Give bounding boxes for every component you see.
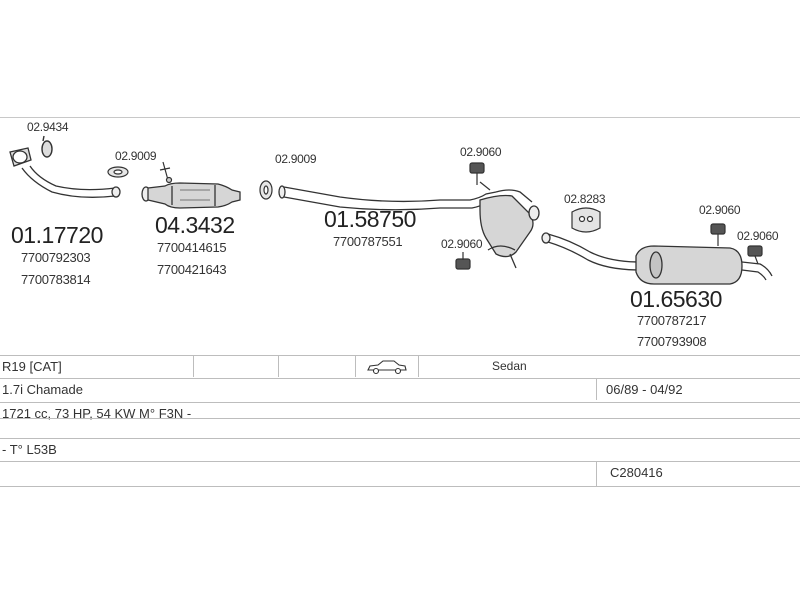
- body-type-cell: Sedan: [492, 359, 527, 373]
- rear-silencer-drawing: [541, 232, 773, 285]
- table-bottom-border: [0, 486, 800, 487]
- column-divider: [278, 356, 279, 377]
- part-label-clamp-front: 02.9434: [27, 120, 69, 134]
- front-pipe-number: 01.17720: [11, 222, 103, 248]
- engine-cell: 1.7i Chamade: [2, 382, 83, 397]
- table-row-model: R19 [CAT] Sedan: [0, 355, 800, 377]
- catalyst-oe-1: 7700414615: [157, 240, 227, 255]
- catalyst-drawing: [141, 182, 241, 209]
- table-row-type: - T° L53B: [0, 438, 800, 460]
- front-pipe-oe-2: 7700783814: [21, 272, 91, 287]
- middle-section-number: 01.58750: [324, 206, 416, 232]
- table-row-blank: [0, 418, 800, 439]
- table-row-engine: 1.7i Chamade 06/89 - 04/92: [0, 378, 800, 400]
- table-row-code: C280416: [0, 461, 800, 487]
- mount-3-drawing: [710, 223, 726, 246]
- part-label-mount-3: 02.9060: [699, 203, 741, 217]
- type-cell: - T° L53B: [2, 442, 57, 457]
- part-label-gasket-1: 02.9009: [115, 149, 157, 163]
- model-cell: R19 [CAT]: [2, 359, 62, 374]
- spec-cell: 1721 cc, 73 HP, 54 KW M° F3N -: [2, 406, 192, 421]
- gasket-2-drawing: [259, 180, 273, 200]
- front-clamp-drawing: [41, 135, 53, 158]
- part-label-mount-1: 02.9060: [460, 145, 502, 159]
- column-divider: [596, 379, 597, 400]
- top-divider: [0, 117, 800, 118]
- code-cell: C280416: [610, 465, 663, 480]
- sensor-drawing: [159, 161, 173, 184]
- part-label-mount-4: 02.9060: [737, 229, 779, 243]
- rear-clamp-drawing: [571, 207, 601, 233]
- front-pipe-drawing: [9, 147, 121, 198]
- mount-1-drawing: [469, 162, 491, 191]
- rear-silencer-oe-2: 7700793908: [637, 334, 707, 349]
- column-divider: [355, 356, 356, 377]
- sedan-car-icon: [366, 359, 408, 375]
- table-row-spec: 1721 cc, 73 HP, 54 KW M° F3N -: [0, 402, 800, 424]
- middle-section-drawing: [278, 185, 540, 269]
- front-pipe-oe-1: 7700792303: [21, 250, 91, 265]
- part-label-gasket-2: 02.9009: [275, 152, 317, 166]
- gasket-1-drawing: [107, 166, 129, 178]
- column-divider: [418, 356, 419, 377]
- rear-silencer-oe-1: 7700787217: [637, 313, 707, 328]
- column-divider: [596, 462, 597, 487]
- middle-section-oe-1: 7700787551: [333, 234, 403, 249]
- catalyst-oe-2: 7700421643: [157, 262, 227, 277]
- column-divider: [193, 356, 194, 377]
- rear-silencer-number: 01.65630: [630, 286, 722, 312]
- mount-2-drawing: [455, 252, 471, 270]
- part-label-clamp-rear: 02.8283: [564, 192, 606, 206]
- mount-4-drawing: [747, 245, 763, 265]
- years-cell: 06/89 - 04/92: [606, 382, 683, 397]
- part-label-mount-2: 02.9060: [441, 237, 483, 251]
- catalyst-number: 04.3432: [155, 212, 235, 238]
